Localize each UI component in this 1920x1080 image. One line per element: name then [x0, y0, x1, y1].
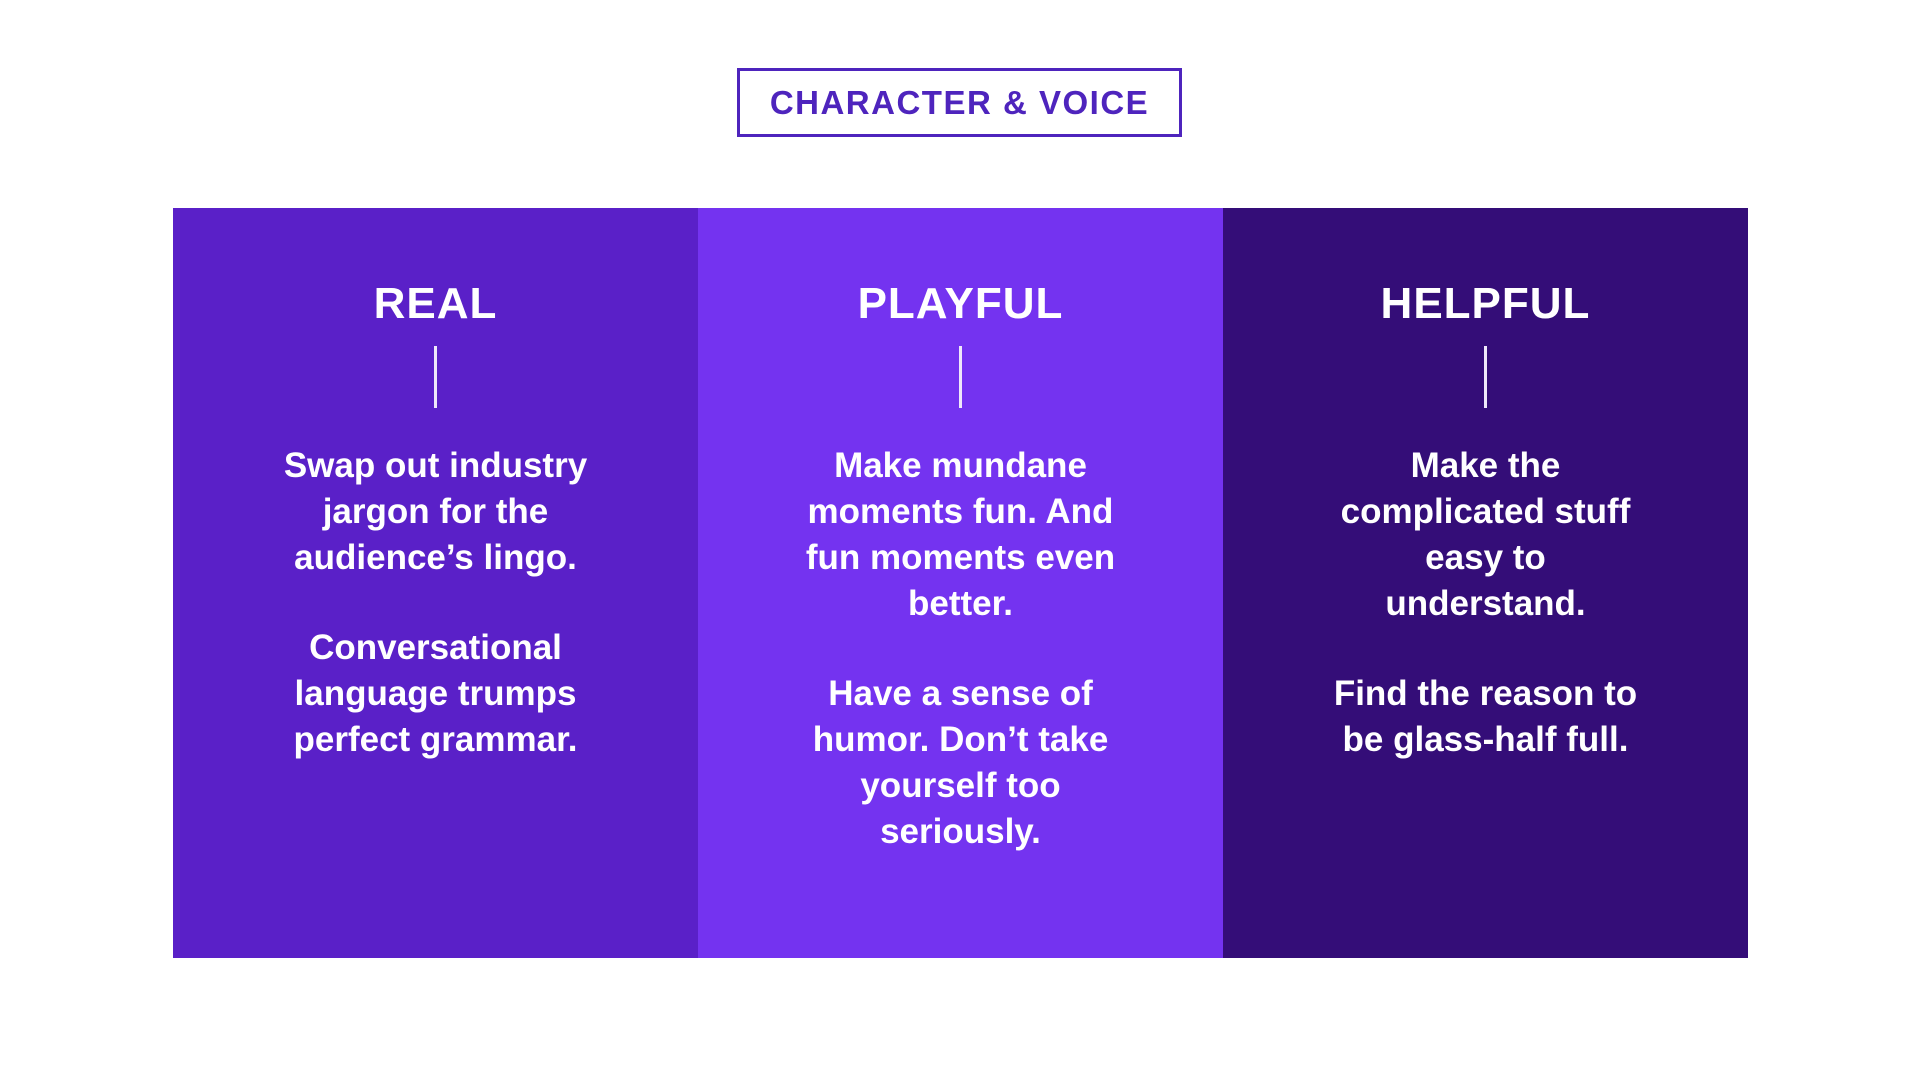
vertical-divider: [1484, 346, 1487, 408]
column-title-playful: PLAYFUL: [857, 279, 1064, 328]
section-title-box: CHARACTER & VOICE: [737, 68, 1182, 137]
vertical-divider: [959, 346, 962, 408]
column-playful: PLAYFUL Make mundane moments fun. And fu…: [698, 208, 1223, 958]
column-paragraph: Have a sense of humor. Don’t take yourse…: [812, 674, 1109, 851]
column-paragraph: Swap out industry jargon for the audienc…: [283, 446, 588, 577]
vertical-divider: [434, 346, 437, 408]
columns-row: REAL Swap out industry jargon for the au…: [173, 208, 1748, 958]
column-paragraph: Find the reason to be glass-half full.: [1333, 674, 1638, 759]
column-real: REAL Swap out industry jargon for the au…: [173, 208, 698, 958]
column-paragraph: Conversational language trumps perfect g…: [293, 628, 578, 759]
column-paragraph: Make the complicated stuff easy to under…: [1340, 446, 1631, 623]
column-helpful: HELPFUL Make the complicated stuff easy …: [1223, 208, 1748, 958]
column-title-helpful: HELPFUL: [1380, 279, 1591, 328]
column-title-real: REAL: [373, 279, 498, 328]
section-title: CHARACTER & VOICE: [769, 83, 1150, 121]
column-paragraph: Make mundane moments fun. And fun moment…: [805, 446, 1116, 623]
